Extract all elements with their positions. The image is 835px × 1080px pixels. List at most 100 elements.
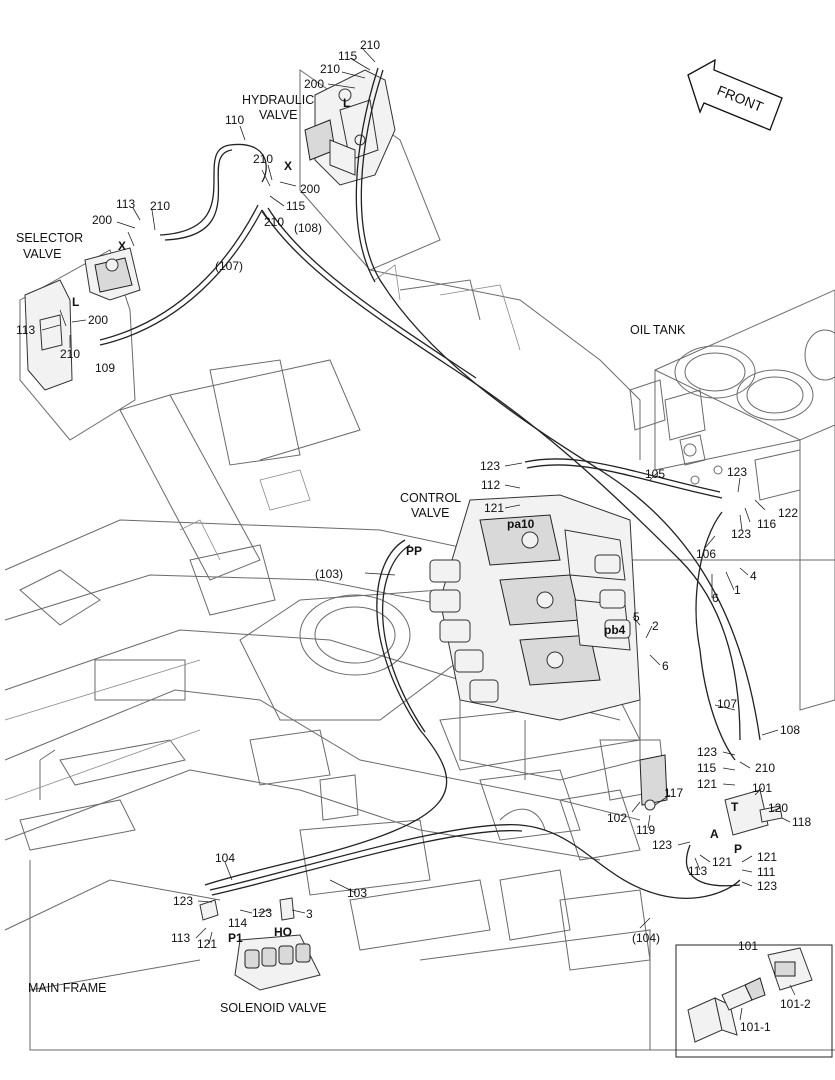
hoses bbox=[99, 67, 761, 899]
oil-tank bbox=[629, 289, 835, 711]
callout-107-ref: (107) bbox=[215, 259, 243, 273]
callout-106: 106 bbox=[696, 547, 716, 561]
port-label-X-top: X bbox=[284, 159, 292, 173]
callout-116: 116 bbox=[757, 517, 776, 531]
port-label-PP: PP bbox=[406, 544, 422, 558]
callout-210: 210 bbox=[253, 152, 273, 166]
callout-123: 123 bbox=[173, 894, 193, 908]
port-label-P1: P1 bbox=[228, 931, 243, 945]
callout-114: 114 bbox=[228, 916, 247, 930]
port-label-P: P bbox=[734, 842, 742, 856]
callout-101-1: 101-1 bbox=[740, 1020, 771, 1034]
callout-113: 113 bbox=[688, 864, 707, 878]
callout-200: 200 bbox=[304, 77, 324, 91]
hydraulic-valve-assembly bbox=[299, 69, 441, 271]
callout-121: 121 bbox=[757, 850, 777, 864]
callout-102: 102 bbox=[607, 811, 627, 825]
port-label-T: T bbox=[731, 800, 739, 814]
callout-200: 200 bbox=[92, 213, 112, 227]
callout-109: 109 bbox=[95, 361, 115, 375]
callout-123: 123 bbox=[252, 906, 272, 920]
callout-4: 4 bbox=[750, 569, 757, 583]
solenoid-valve-assembly bbox=[199, 897, 321, 991]
callout-104: 104 bbox=[215, 851, 235, 865]
callout-113: 113 bbox=[116, 197, 135, 211]
callout-121: 121 bbox=[197, 937, 217, 951]
callout-105: 105 bbox=[645, 467, 665, 481]
callout-113: 113 bbox=[16, 323, 35, 337]
callout-120: 120 bbox=[768, 801, 788, 815]
selector-valve-title-line2: VALVE bbox=[23, 247, 61, 261]
callout-1: 1 bbox=[734, 583, 741, 597]
selector-valve-title-line1: SELECTOR bbox=[16, 231, 83, 245]
callout-numbers: 210 115 210 200 110 210 200 115 210 (108… bbox=[16, 38, 811, 1034]
section-titles: HYDRAULIC VALVE SELECTOR VALVE CONTROL V… bbox=[16, 93, 686, 1015]
main-frame-structure bbox=[4, 264, 835, 1051]
callout-112: 112 bbox=[481, 478, 500, 492]
port-label-A: A bbox=[710, 827, 719, 841]
leader-lines bbox=[41, 47, 796, 1021]
main-frame-title: MAIN FRAME bbox=[28, 981, 106, 995]
callout-113: 113 bbox=[171, 931, 190, 945]
callout-6: 6 bbox=[712, 591, 719, 605]
callout-210: 210 bbox=[360, 38, 380, 52]
callout-103: 103 bbox=[347, 886, 367, 900]
callout-119: 119 bbox=[636, 823, 655, 837]
callout-210: 210 bbox=[264, 215, 284, 229]
callout-123: 123 bbox=[480, 459, 500, 473]
callout-210: 210 bbox=[320, 62, 340, 76]
callout-200: 200 bbox=[300, 182, 320, 196]
control-valve-assembly bbox=[429, 494, 641, 781]
callout-118: 118 bbox=[792, 815, 811, 829]
callout-107: 107 bbox=[717, 697, 737, 711]
callout-123: 123 bbox=[731, 527, 751, 541]
oil-tank-title: OIL TANK bbox=[630, 323, 686, 337]
callout-111: 111 bbox=[757, 865, 776, 879]
callout-123: 123 bbox=[757, 879, 777, 893]
callout-123: 123 bbox=[697, 745, 717, 759]
callout-108: 108 bbox=[780, 723, 800, 737]
callout-103-ref: (103) bbox=[315, 567, 343, 581]
callout-210: 210 bbox=[150, 199, 170, 213]
callout-210: 210 bbox=[60, 347, 80, 361]
solenoid-valve-title: SOLENOID VALVE bbox=[220, 1001, 327, 1015]
callout-117: 117 bbox=[664, 786, 683, 800]
callout-115: 115 bbox=[286, 199, 305, 213]
callout-115: 115 bbox=[697, 761, 716, 775]
callout-101: 101 bbox=[752, 781, 772, 795]
control-valve-title-line2: VALVE bbox=[411, 506, 449, 520]
detail-box-101 bbox=[675, 944, 833, 1058]
callout-6: 6 bbox=[662, 659, 669, 673]
callout-101-2: 101-2 bbox=[780, 997, 811, 1011]
callout-3: 3 bbox=[306, 907, 313, 921]
callout-123: 123 bbox=[652, 838, 672, 852]
port-label-X-selector: X bbox=[118, 239, 126, 253]
callout-110: 110 bbox=[225, 113, 244, 127]
front-arrow-icon: FRONT bbox=[687, 58, 783, 131]
callout-104-ref: (104) bbox=[632, 931, 660, 945]
callout-122: 122 bbox=[778, 506, 798, 520]
block-101-assembly bbox=[639, 754, 783, 836]
callout-115: 115 bbox=[338, 49, 357, 63]
control-valve-title-line1: CONTROL bbox=[400, 491, 461, 505]
port-labels: L X X L pa10 pb4 PP T A P P1 HO bbox=[72, 96, 742, 945]
callout-121: 121 bbox=[712, 855, 732, 869]
callout-121: 121 bbox=[484, 501, 504, 515]
port-label-L-selector: L bbox=[72, 295, 79, 309]
port-label-L-top: L bbox=[343, 96, 350, 110]
callout-108-ref: (108) bbox=[294, 221, 322, 235]
callout-101: 101 bbox=[738, 939, 758, 953]
callout-121: 121 bbox=[697, 777, 717, 791]
callout-123: 123 bbox=[727, 465, 747, 479]
callout-5: 5 bbox=[633, 610, 640, 624]
callout-210: 210 bbox=[755, 761, 775, 775]
selector-valve-assembly bbox=[19, 247, 141, 441]
port-label-HO: HO bbox=[274, 925, 292, 939]
port-label-pa10: pa10 bbox=[507, 517, 535, 531]
callout-2: 2 bbox=[652, 619, 659, 633]
hydraulic-valve-title-line1: HYDRAULIC bbox=[242, 93, 314, 107]
callout-200: 200 bbox=[88, 313, 108, 327]
port-label-pb4: pb4 bbox=[604, 623, 626, 637]
hydraulic-valve-title-line2: VALVE bbox=[259, 108, 297, 122]
